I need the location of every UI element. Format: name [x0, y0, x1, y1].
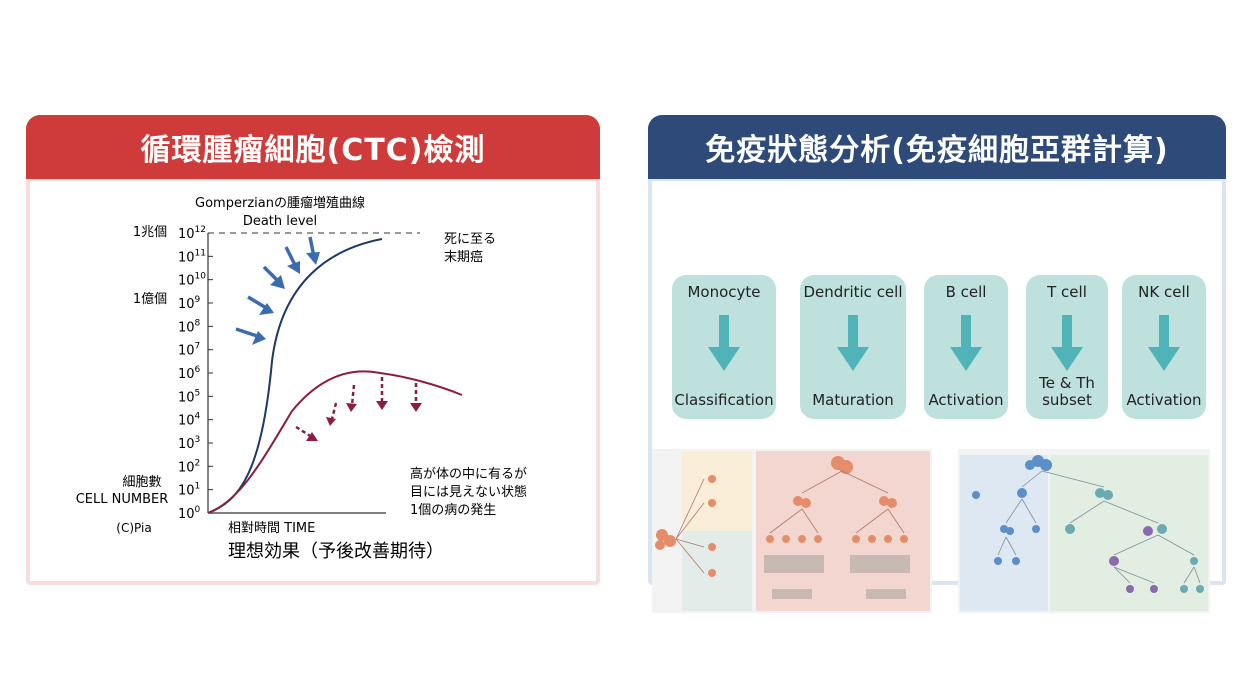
red-arrow-head	[346, 403, 357, 412]
ctc-panel-title: 循環腫瘤細胞(CTC)檢測	[26, 115, 600, 179]
red-arrow-head	[376, 401, 388, 410]
cell-box-tcell: T cell Te & Th subset	[1026, 275, 1108, 419]
invisible-note-line1: 高が体の中に有るが	[410, 466, 527, 482]
y-tick-label: 101	[178, 482, 200, 499]
tumor-growth-diagram: Gomperzianの腫瘤増殖曲線 Death level 1012 1011 10…	[76, 195, 527, 562]
hundred-million-label: 1億個	[133, 291, 167, 307]
terminal-note-line2: 末期癌	[444, 249, 483, 265]
cell-analysis-label: Activation	[1126, 391, 1202, 409]
curve-title: Gomperzianの腫瘤増殖曲線	[195, 195, 365, 211]
y-tick-label: 1012	[178, 225, 206, 242]
red-arrow	[330, 402, 338, 420]
cell-analysis-label: Activation	[928, 391, 1004, 409]
y-tick-label: 105	[178, 388, 200, 405]
untreated-growth-curve	[207, 238, 383, 514]
invisible-note-line3: 1個の病の発生	[410, 503, 496, 518]
cell-type-label: NK cell	[1138, 283, 1190, 301]
immune-panel-body: Monocyte Classification Dendritic cell M…	[652, 181, 1222, 613]
red-arrow	[295, 425, 313, 439]
b-dc-nk-lineage-diagram	[958, 449, 1210, 613]
cell-type-label: T cell	[1047, 283, 1087, 301]
immune-panel: 免疫狀態分析(免疫細胞亞群計算) Monocyte Classification…	[648, 115, 1226, 613]
cell-number-en-label: CELL NUMBER	[76, 492, 169, 507]
red-dashed-arrows	[295, 377, 418, 439]
blue-arrow	[235, 327, 261, 339]
cell-type-label: Monocyte	[687, 283, 761, 301]
blue-arrow-head	[252, 331, 266, 345]
x-axis-label: 相對時間 TIME	[228, 521, 315, 536]
red-arrow-heads	[306, 401, 422, 441]
cell-analysis-label: Classification	[674, 391, 774, 409]
death-level-label: Death level	[243, 214, 317, 229]
cell-box-monocyte: Monocyte Classification	[672, 275, 776, 419]
y-tick-label: 103	[178, 435, 200, 452]
blue-arrow-head	[306, 252, 320, 265]
cell-type-label: B cell	[945, 283, 987, 301]
cell-number-ja-label: 細胞數	[122, 475, 161, 490]
y-tick-label: 1011	[178, 248, 206, 265]
cell-box-nkcell: NK cell Activation	[1122, 275, 1206, 419]
cell-box-dendritic: Dendritic cell Maturation	[800, 275, 906, 419]
trillion-label: 1兆個	[133, 225, 167, 240]
arrow-down-icon	[1051, 315, 1083, 371]
t-cell-lineage-diagram	[652, 449, 932, 613]
y-tick-label: 104	[178, 412, 201, 429]
y-tick-label: 107	[178, 342, 200, 359]
cell-box-bcell: B cell Activation	[924, 275, 1008, 419]
y-tick-label: 108	[178, 318, 201, 335]
blue-arrow-head	[270, 275, 285, 289]
red-arrow-head	[410, 403, 422, 412]
blue-arrow-head	[259, 303, 274, 315]
credit-label: (C)Pia	[116, 521, 151, 535]
cell-analysis-label: Te & Th subset	[1039, 374, 1095, 409]
arrow-down-icon	[708, 315, 740, 371]
blue-arrow-head	[287, 261, 300, 274]
blue-pressure-arrows	[235, 236, 320, 345]
arrow-down-icon	[1148, 315, 1180, 371]
immune-panel-title: 免疫狀態分析(免疫細胞亞群計算)	[648, 115, 1226, 179]
treated-growth-curve	[207, 370, 463, 514]
red-arrow-head	[326, 417, 336, 426]
cell-analysis-label: Maturation	[812, 391, 894, 409]
red-arrow	[350, 384, 356, 406]
arrow-down-icon	[950, 315, 982, 371]
ctc-panel: 循環腫瘤細胞(CTC)檢測 Gomperzianの腫瘤増殖曲線 Death le…	[26, 115, 600, 585]
red-arrow-head	[306, 432, 318, 441]
invisible-note-line2: 目には見えない状態	[410, 484, 527, 500]
terminal-note-line1: 死に至る	[444, 232, 496, 247]
y-tick-label: 102	[178, 458, 200, 475]
y-tick-label: 1010	[178, 272, 206, 289]
arrow-down-icon	[837, 315, 869, 371]
y-tick-label: 100	[178, 505, 201, 522]
cell-type-label: Dendritic cell	[803, 283, 903, 301]
y-tick-label: 106	[178, 365, 201, 382]
ctc-panel-body: Gomperzianの腫瘤増殖曲線 Death level 1012 1011 10…	[30, 181, 596, 581]
y-tick-label: 109	[178, 295, 201, 312]
effect-caption: 理想効果（予後改善期待）	[228, 541, 444, 562]
